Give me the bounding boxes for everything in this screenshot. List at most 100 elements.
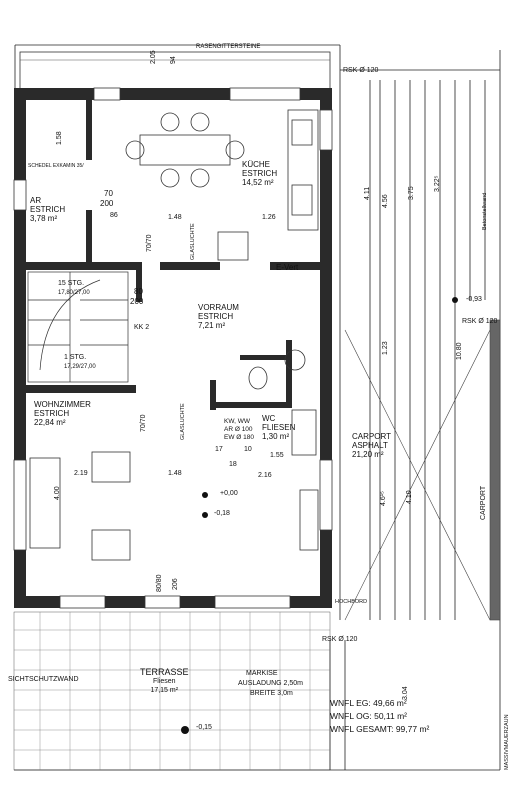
staircase [27,271,129,383]
dining-table [125,112,245,188]
dim-80: 80 [134,287,143,296]
area-total-label: WNFL GESAMT: [330,724,394,734]
area-og-value: 50,11 m² [374,711,408,721]
area-og-row: WNFL OG: 50,11 m² [330,710,429,723]
dim-410: 4.10 [406,490,413,504]
dim-411: 4.11 [364,186,371,200]
level-0-label: +0,00 [220,490,238,497]
vorraum-area: 7,21 m² [198,321,226,330]
dim-18: 18 [229,461,237,468]
wc-floor: FLIESEN [262,423,296,432]
dim-400: 4.00 [54,486,61,500]
area-eg-value: 49,66 m² [373,698,407,708]
dim-200a: 200 [100,199,114,208]
area-total-value: 99,77 m² [395,724,430,734]
carport-floor: ASPHALT [352,441,388,450]
dim-123: 1.23 [382,341,389,355]
level-15-label: -0,15 [196,724,212,731]
room-carport: CARPORT ASPHALT 21,20 m² [352,432,391,459]
ausladung-label: AUSLADUNG 2,50m [238,680,303,687]
dim-7070a: 70/70 [146,234,153,252]
stair-dim-1: 17,80/27,00 [58,290,90,296]
wc-area: 1,30 m² [262,432,290,441]
rsk-label-2: RSK Ø 120 [462,318,498,325]
living-furniture [29,451,319,561]
schedel-label: SCHEDEL EXKAMIN 35/ [28,163,84,169]
wohnzimmer-name: WOHNZIMMER [34,400,91,409]
dim-205: 2.05 [150,50,157,64]
interior-walls [26,100,320,410]
room-ar: AR ESTRICH 3,78 m² [30,196,65,223]
level-93-label: -0,93 [466,296,482,303]
stair-label-1: 15 STG. [58,280,85,287]
dim-206: 206 [172,578,179,590]
kueche-floor: ESTRICH [242,169,278,178]
room-wohnzimmer: WOHNZIMMER ESTRICH 22,84 m² [34,400,91,427]
dim-1080: 10.80 [456,342,463,360]
carport-name: CARPORT [352,432,391,441]
breite-label: BREITE 3,0m [250,690,293,697]
dim-70a: 70 [104,189,113,198]
stair-label-2: 1 STG. [64,354,87,361]
kueche-area: 14,52 m² [242,178,274,187]
wohnzimmer-area: 22,84 m² [34,418,66,427]
glasluchte-1: GLASLUCHTE [190,223,196,260]
wohnzimmer-floor: ESTRICH [34,409,70,418]
dim-219: 2.19 [74,470,88,477]
dim-375: 3.75 [408,186,415,200]
dim-200b: 200 [130,297,144,306]
kw-ww-label: KW, WW [224,418,250,425]
dim-10: 10 [244,446,252,453]
wc-name: WC [262,414,276,423]
terrasse-floor: Fliesen [152,678,176,685]
wc-fixtures [248,349,317,456]
glasluchte-2: GLASLUCHTE [180,403,186,440]
dim-148b: 1.48 [168,470,182,477]
dim-126: 1.26 [262,214,276,221]
dim-158: 1.58 [56,131,63,145]
dim-17a: 17 [215,446,223,453]
e-verteiler-label: E-Vert [276,263,299,272]
dim-148a: 1.48 [168,214,182,221]
room-vorraum: VORRAUM ESTRICH 7,21 m² [198,303,239,330]
windows [13,87,333,609]
terrasse-area: 17,15 m² [150,687,179,694]
carport-lines [344,319,501,621]
dim-322: 3.22⁵ [434,175,441,192]
level-markers [181,297,458,734]
room-terrasse: TERRASSE Fliesen 17,15 m² [140,668,189,695]
ar-floor: ESTRICH [30,205,66,214]
ew-180-label: EW Ø 180 [224,434,254,441]
massivzaun-label: MASSIVMAUERZAUN [504,714,510,770]
area-og-label: WNFL OG: [330,711,372,721]
dim-216: 2.16 [258,472,272,479]
area-summary: WNFL EG: 49,66 m² WNFL OG: 50,11 m² WNFL… [330,697,429,736]
room-wc: WC FLIESEN 1,30 m² [262,414,295,441]
area-eg-label: WNFL EG: [330,698,371,708]
terrasse-name: TERRASSE [140,667,189,677]
ar-area: 3,78 m² [30,214,58,223]
markise-label: MARKISE [246,670,278,677]
vorraum-name: VORRAUM [198,303,239,312]
area-eg-row: WNFL EG: 49,66 m² [330,697,429,710]
sichtschutzwand-label: SICHTSCHUTZWAND [8,676,79,683]
area-total-row: WNFL GESAMT: 99,77 m² [330,723,429,736]
kitchen-counter [217,109,319,261]
terrace-grid [13,611,331,771]
carport-vertical: CARPORT [480,485,487,520]
dim-86: 86 [110,212,118,219]
dim-94: 94 [170,56,177,64]
dim-456: 4.56 [382,194,389,208]
rsk-label-1: RSK Ø 120 [343,67,379,74]
dim-461: 4.6¹⁵ [380,491,387,506]
stair-dim-2: 17,29/27,00 [64,364,96,370]
ar-100-label: AR Ø 100 [224,426,253,433]
carport-area: 21,20 m² [352,450,384,459]
room-kueche: KÜCHE ESTRICH 14,52 m² [242,160,277,187]
ar-name: AR [30,196,42,205]
dim-8080: 80/80 [156,574,163,592]
kk-label: KK 2 [134,324,150,331]
hochbord-label: HOCHBORD [335,599,368,605]
dim-7070b: 70/70 [140,414,147,432]
